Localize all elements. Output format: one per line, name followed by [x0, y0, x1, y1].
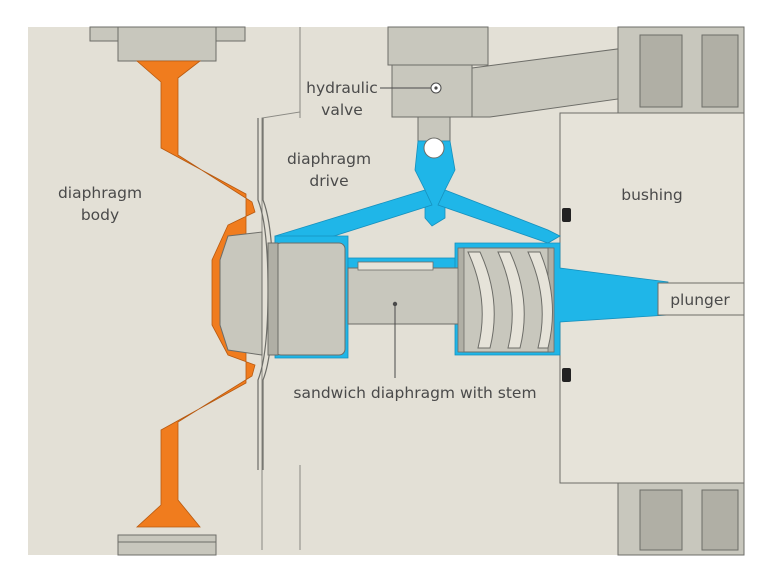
bottom-flange [117, 534, 217, 556]
label-hydraulic-valve-1: hydraulic [306, 79, 378, 97]
stem-dot-icon [392, 301, 398, 307]
label-bushing: bushing [621, 186, 683, 204]
valve-ball [423, 137, 445, 159]
top-flange [89, 26, 246, 62]
label-diaphragm-body-1: diaphragm [58, 184, 142, 202]
label-plunger: plunger [670, 291, 730, 309]
top-right-block [617, 26, 745, 114]
label-diaphragm-body-2: body [81, 206, 119, 224]
label-diaphragm-drive-2: drive [309, 172, 348, 190]
coil-spring [467, 251, 553, 349]
valve-dot-center [434, 86, 438, 90]
piston [274, 242, 346, 356]
bushing-block [559, 112, 745, 484]
seals [562, 208, 571, 382]
valve-arm [471, 47, 626, 118]
label-diaphragm-drive-1: diaphragm [287, 150, 371, 168]
diaphragm-body-plug [219, 231, 263, 356]
label-sandwich-diaphragm: sandwich diaphragm with stem [293, 384, 536, 402]
plunger [657, 282, 745, 316]
stem-slot [357, 261, 434, 271]
piston-shoulder [267, 242, 279, 356]
spring-end-left [457, 247, 465, 353]
bottom-right-block [617, 482, 745, 556]
stem [347, 267, 461, 325]
label-hydraulic-valve-2: valve [321, 101, 363, 119]
